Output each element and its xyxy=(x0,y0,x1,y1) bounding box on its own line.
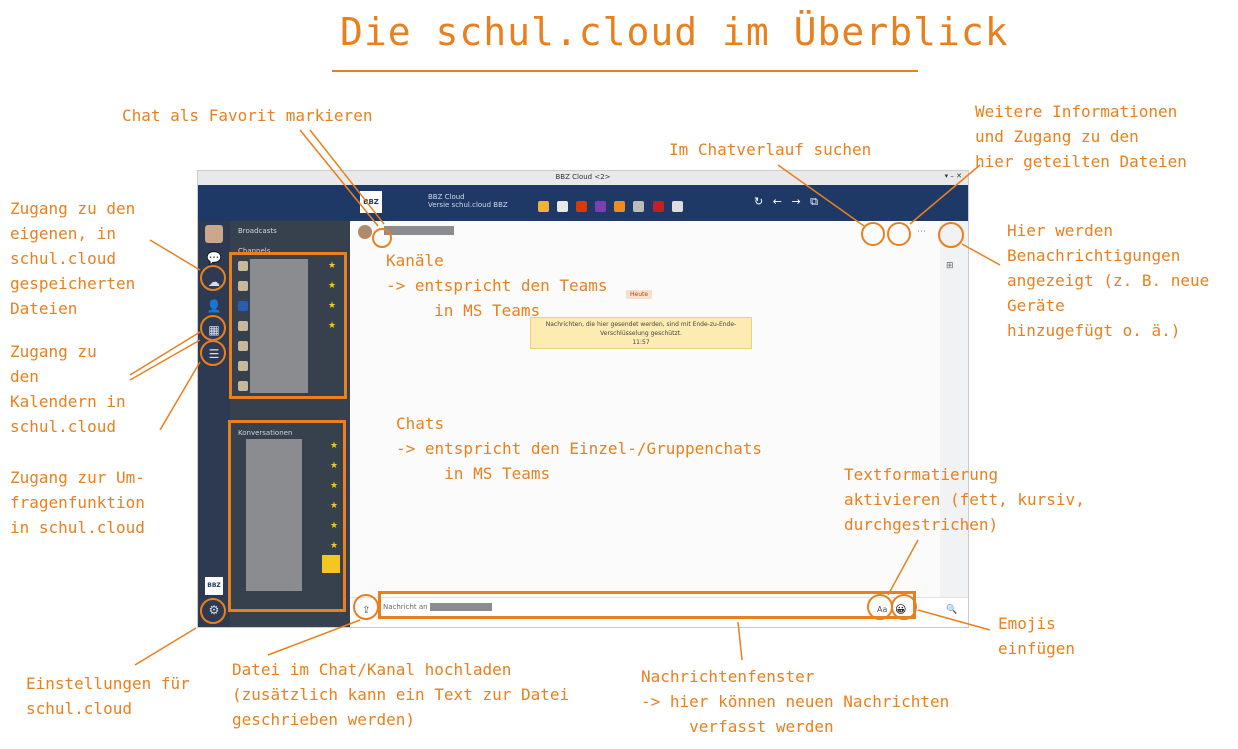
chat-main: ⋯ Heute Nachrichten, die hier gesendet w… xyxy=(350,221,968,627)
encryption-notice-time: 11:57 xyxy=(632,339,650,346)
app-icon[interactable] xyxy=(633,201,645,212)
upload-ring xyxy=(353,594,379,620)
bbz-rail-logo: BBZ xyxy=(205,577,223,595)
channels-header[interactable]: Channels xyxy=(238,247,271,255)
chat-avatar xyxy=(358,225,372,239)
reload-icon[interactable]: ↻ xyxy=(754,195,764,208)
gear-app-icon[interactable] xyxy=(671,201,683,212)
annotation-channels: Kanäle -> entspricht den Teams in MS Tea… xyxy=(386,251,608,320)
annotation-files: Zugang zu den eigenen, in schul.cloud ge… xyxy=(10,199,136,318)
annotation-favorite: Chat als Favorit markieren xyxy=(122,106,373,125)
recipient-redacted xyxy=(429,603,492,611)
user-icon[interactable]: 👤 xyxy=(206,299,222,313)
channels-highlight xyxy=(229,252,347,399)
annotation-emoji: Emojis einfügen xyxy=(998,614,1076,658)
forward-icon[interactable]: → xyxy=(791,195,801,208)
annotation-chats: Chats -> entspricht den Einzel-/Gruppenc… xyxy=(396,414,763,483)
back-icon[interactable]: ← xyxy=(772,195,782,208)
favorite-ring xyxy=(372,228,392,248)
favorite-star-icon[interactable]: ★ xyxy=(330,501,339,511)
nav-controls: ↻ ← → ⧉ xyxy=(754,195,824,209)
survey-ring xyxy=(200,340,226,366)
favorite-star-icon[interactable]: ★ xyxy=(328,321,337,331)
unread-marker xyxy=(322,555,340,573)
copy-icon[interactable]: ⧉ xyxy=(810,195,819,208)
channel-avatar xyxy=(238,301,248,311)
annotation-settings: Einstellungen für schul.cloud xyxy=(26,674,190,718)
chat-sidebar: Broadcasts Channels ★ ★ ★ ★ Konversation… xyxy=(230,221,350,627)
window-titlebar: BBZ Cloud <2> ▾ – ✕ xyxy=(198,171,968,185)
broadcasts-header[interactable]: Broadcasts xyxy=(238,227,277,235)
conversations-header[interactable]: Konversationen xyxy=(238,429,293,437)
annotation-info: Weitere Informationen und Zugang zu den … xyxy=(975,102,1187,171)
panel-icon[interactable]: ⊞ xyxy=(946,261,954,271)
favorite-star-icon[interactable]: ★ xyxy=(330,481,339,491)
chat-name xyxy=(384,226,454,235)
message-window-highlight xyxy=(378,591,916,619)
onenote-app-icon[interactable] xyxy=(595,201,607,212)
channel-avatar xyxy=(238,281,248,291)
annotation-upload: Datei im Chat/Kanal hochladen (zusätzlic… xyxy=(232,660,570,729)
conversation-list[interactable] xyxy=(246,439,302,591)
favorite-star-icon[interactable]: ★ xyxy=(330,441,339,451)
favorite-star-icon[interactable]: ★ xyxy=(328,281,337,291)
format-ring xyxy=(867,594,893,620)
title-underline xyxy=(332,70,918,72)
encryption-notice: Nachrichten, die hier gesendet werden, s… xyxy=(530,317,752,349)
emoji-ring xyxy=(891,594,917,620)
channel-avatar xyxy=(238,261,248,271)
avatar[interactable] xyxy=(205,225,223,243)
more-icon[interactable]: ⋯ xyxy=(917,227,926,237)
annotation-search: Im Chatverlauf suchen xyxy=(669,140,872,159)
message-bar: ⇪ Nachricht an Aa 😀 🔍 xyxy=(350,597,968,626)
channel-avatar xyxy=(238,321,248,331)
right-panel: ⊞ xyxy=(940,221,968,597)
annotation-notifications: Hier werden Benachrichtigungen angezeigt… xyxy=(1007,221,1210,340)
message-placeholder: Nachricht an xyxy=(383,603,428,611)
channel-list[interactable] xyxy=(250,259,308,393)
annotation-formatting: Textformatierung aktivieren (fett, kursi… xyxy=(844,465,1085,534)
bbz-logo: BBZ xyxy=(360,191,382,213)
org-name: BBZ Cloud xyxy=(428,193,465,201)
window-controls-icon[interactable]: ▾ – ✕ xyxy=(944,172,962,180)
app-launcher xyxy=(538,197,686,216)
message-input[interactable]: Nachricht an xyxy=(383,603,913,619)
org-info: BBZ Cloud Versie schul.cloud BBZ xyxy=(428,193,508,209)
app-window: BBZ Cloud <2> ▾ – ✕ BBZ BBZ Cloud Versie… xyxy=(197,170,969,628)
search-icon[interactable]: 🔍 xyxy=(946,605,958,615)
page-title: Die schul.cloud im Überblick xyxy=(340,10,1009,54)
favorite-star-icon[interactable]: ★ xyxy=(330,541,339,551)
org-sub: Versie schul.cloud BBZ xyxy=(428,201,508,209)
favorite-star-icon[interactable]: ★ xyxy=(330,521,339,531)
search-ring xyxy=(861,222,885,246)
app-icon[interactable] xyxy=(652,201,664,212)
app-icon[interactable] xyxy=(557,201,569,212)
date-separator: Heute xyxy=(626,290,653,299)
favorite-star-icon[interactable]: ★ xyxy=(328,301,337,311)
settings-ring xyxy=(200,598,226,624)
notification-ring xyxy=(938,222,964,248)
annotation-message-window: Nachrichtenfenster -> hier können neuen … xyxy=(641,667,950,736)
encryption-notice-text: Nachrichten, die hier gesendet werden, s… xyxy=(545,321,737,337)
chats-highlight xyxy=(228,420,346,612)
calendar-ring xyxy=(200,315,226,341)
channel-avatar xyxy=(238,361,248,371)
window-title: BBZ Cloud <2> xyxy=(555,173,611,181)
annotation-survey: Zugang zur Um- fragenfunktion in schul.c… xyxy=(10,468,145,537)
cloud-ring xyxy=(200,265,226,291)
favorite-star-icon[interactable]: ★ xyxy=(330,461,339,471)
favorite-star-icon[interactable]: ★ xyxy=(328,261,337,271)
app-icon[interactable] xyxy=(614,201,626,212)
top-bar: BBZ BBZ Cloud Versie schul.cloud BBZ ↻ ←… xyxy=(198,185,968,221)
office-app-icon[interactable] xyxy=(576,201,588,212)
info-ring xyxy=(887,222,911,246)
folder-app-icon[interactable] xyxy=(538,201,549,212)
chat-icon[interactable]: 💬 xyxy=(206,251,222,265)
channel-avatar xyxy=(238,341,248,351)
channel-avatar xyxy=(238,381,248,391)
annotation-calendar: Zugang zu den Kalendern in schul.cloud xyxy=(10,342,126,436)
